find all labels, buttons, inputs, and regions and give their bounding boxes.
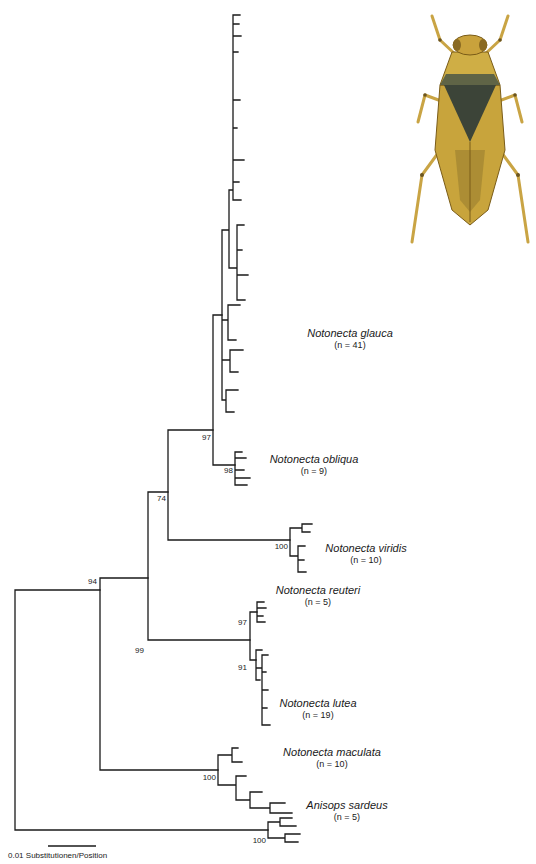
bootstrap-value: 100 bbox=[203, 774, 216, 783]
species-name: Notonecta reuteri bbox=[276, 584, 360, 596]
insect-eye bbox=[453, 39, 461, 51]
tree-branches bbox=[15, 15, 312, 842]
obliqua-clade bbox=[235, 452, 250, 485]
insect-eye bbox=[479, 39, 487, 51]
sample-size: (n = 41) bbox=[334, 341, 365, 351]
species-name: Notonecta viridis bbox=[325, 542, 406, 554]
bootstrap-value: 74 bbox=[157, 495, 166, 504]
bootstrap-value: 97 bbox=[202, 434, 211, 443]
bootstrap-value: 97 bbox=[238, 619, 247, 628]
sample-size: (n = 10) bbox=[350, 556, 381, 566]
root-branch bbox=[15, 590, 268, 830]
reuteri-clade bbox=[257, 602, 266, 622]
sample-size: (n = 5) bbox=[334, 813, 360, 823]
bootstrap-value: 100 bbox=[275, 543, 288, 552]
insect-illustration bbox=[412, 16, 528, 242]
bootstrap-value: 98 bbox=[224, 467, 233, 476]
insect-wings bbox=[435, 85, 505, 225]
glauca-clade bbox=[222, 15, 248, 412]
sample-size: (n = 10) bbox=[316, 760, 347, 770]
insect-pronotum bbox=[440, 52, 500, 85]
bootstrap-value: 91 bbox=[238, 664, 247, 673]
species-name: Notonecta glauca bbox=[307, 327, 393, 339]
bootstrap-value: 99 bbox=[135, 647, 144, 656]
insect-head bbox=[453, 35, 487, 55]
sample-size: (n = 5) bbox=[305, 598, 331, 608]
insect-legs bbox=[412, 16, 528, 242]
species-name: Anisops sardeus bbox=[306, 799, 387, 811]
lutea-clade bbox=[256, 650, 270, 725]
insect-scutellum bbox=[444, 85, 496, 142]
species-name: Notonecta obliqua bbox=[270, 453, 359, 465]
maculata-clade bbox=[218, 748, 292, 813]
insect-wing-seam bbox=[470, 142, 471, 222]
viridis-clade bbox=[290, 524, 312, 572]
sample-size: (n = 19) bbox=[302, 711, 333, 721]
upper-branch bbox=[168, 430, 290, 540]
anisops-clade bbox=[268, 818, 300, 842]
insect-pronotum-band bbox=[440, 74, 500, 85]
inner-branch bbox=[148, 492, 250, 640]
bootstrap-value: 94 bbox=[88, 578, 97, 587]
sample-size: (n = 9) bbox=[301, 467, 327, 477]
scale-bar bbox=[48, 845, 96, 847]
notonecta-branch bbox=[100, 578, 218, 770]
species-name: Notonecta maculata bbox=[283, 746, 381, 758]
bootstrap-value: 100 bbox=[253, 837, 266, 846]
species-name: Notonecta lutea bbox=[279, 697, 356, 709]
scale-label: 0.01 Substitutionen/Position bbox=[8, 852, 107, 861]
